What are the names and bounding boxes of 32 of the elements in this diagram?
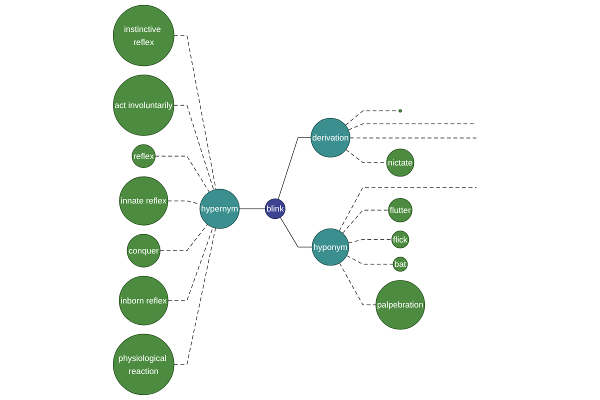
connector bbox=[345, 110, 400, 126]
connector bbox=[339, 262, 376, 306]
node-circle: physiological reaction bbox=[112, 334, 174, 396]
connector bbox=[168, 227, 214, 301]
connector bbox=[280, 216, 312, 248]
node-circle: bat bbox=[392, 256, 408, 272]
connector bbox=[154, 156, 210, 192]
connector bbox=[174, 228, 216, 365]
connector bbox=[338, 187, 477, 232]
node-circle bbox=[398, 109, 402, 112]
node-circle: inborn reflex bbox=[118, 276, 168, 326]
node-circle: hypernym bbox=[200, 188, 240, 229]
node-circle: reflex bbox=[132, 144, 156, 168]
node-circle: flutter bbox=[388, 198, 412, 222]
node-circle: nictate bbox=[386, 148, 414, 177]
node-circle: blink bbox=[264, 198, 286, 220]
node-circle: instinctive reflex bbox=[112, 4, 174, 66]
node-circle: hyponym bbox=[312, 228, 350, 266]
connector bbox=[348, 239, 392, 244]
connector bbox=[174, 35, 216, 190]
connector bbox=[346, 149, 387, 163]
node-circle: innate reflex bbox=[119, 176, 168, 226]
connector bbox=[342, 210, 389, 234]
connector bbox=[278, 137, 312, 200]
node-circle: act involuntarily bbox=[113, 74, 174, 136]
connector bbox=[174, 104, 214, 190]
node-circle: derivation bbox=[310, 118, 350, 158]
node-circle: palpebration bbox=[376, 280, 426, 330]
node-circle: flick bbox=[391, 230, 410, 248]
connector bbox=[346, 255, 394, 265]
connector bbox=[239, 208, 266, 210]
node-circle: conquer bbox=[126, 234, 160, 268]
